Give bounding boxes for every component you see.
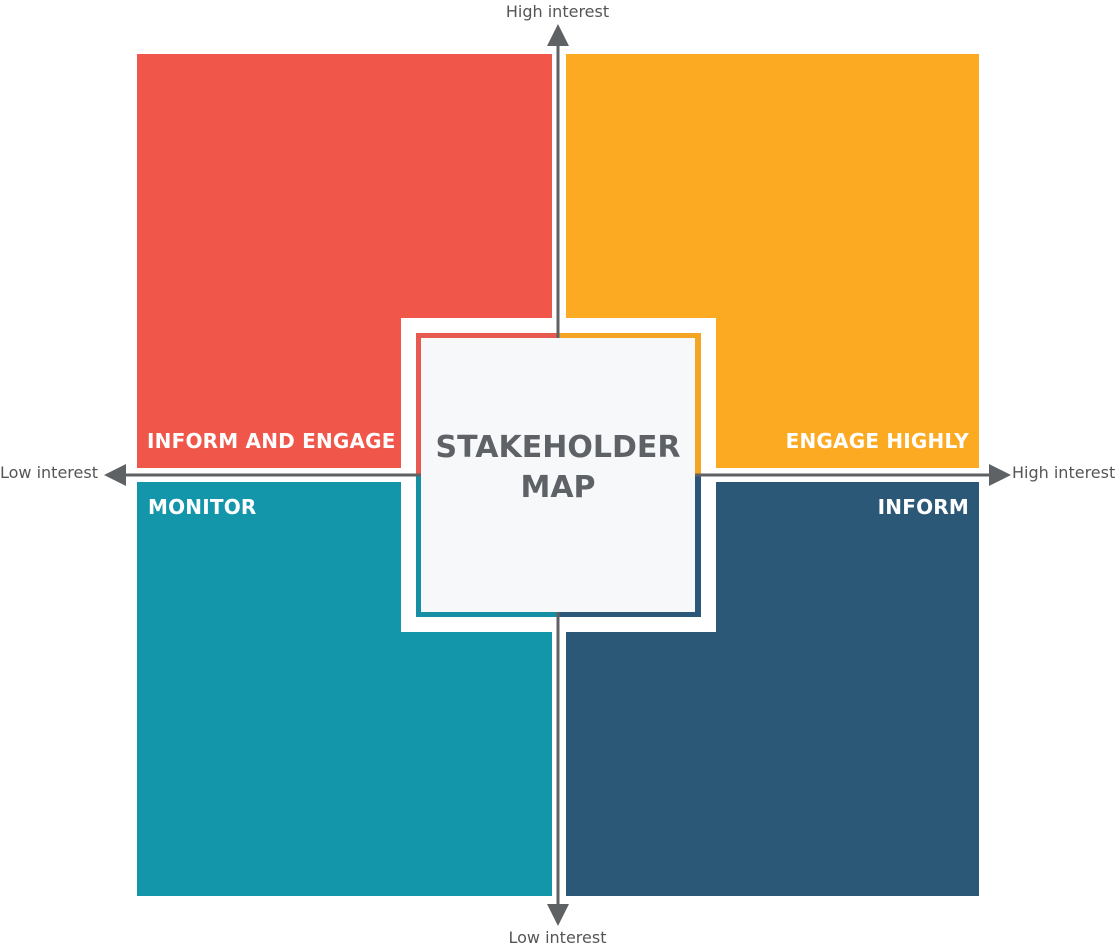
arrow-right-icon: [989, 464, 1011, 486]
arrow-left-icon: [104, 464, 126, 486]
quadrant-label-monitor: MONITOR: [148, 495, 257, 519]
quadrant-label-inform-and-engage: INFORM AND ENGAGE: [147, 429, 396, 453]
axis-label-left: Low interest: [0, 463, 98, 482]
axis-label-top: High interest: [505, 2, 610, 21]
quadrant-label-engage-highly: ENGAGE HIGHLY: [785, 429, 969, 453]
axis-label-bottom: Low interest: [508, 928, 607, 947]
quadrant-label-inform: INFORM: [877, 495, 969, 519]
center-box: STAKEHOLDER MAP: [421, 338, 695, 612]
axis-label-right: High interest: [1012, 463, 1115, 482]
arrow-down-icon: [547, 904, 569, 926]
arrow-up-icon: [547, 24, 569, 46]
center-title: STAKEHOLDER MAP: [435, 430, 681, 505]
